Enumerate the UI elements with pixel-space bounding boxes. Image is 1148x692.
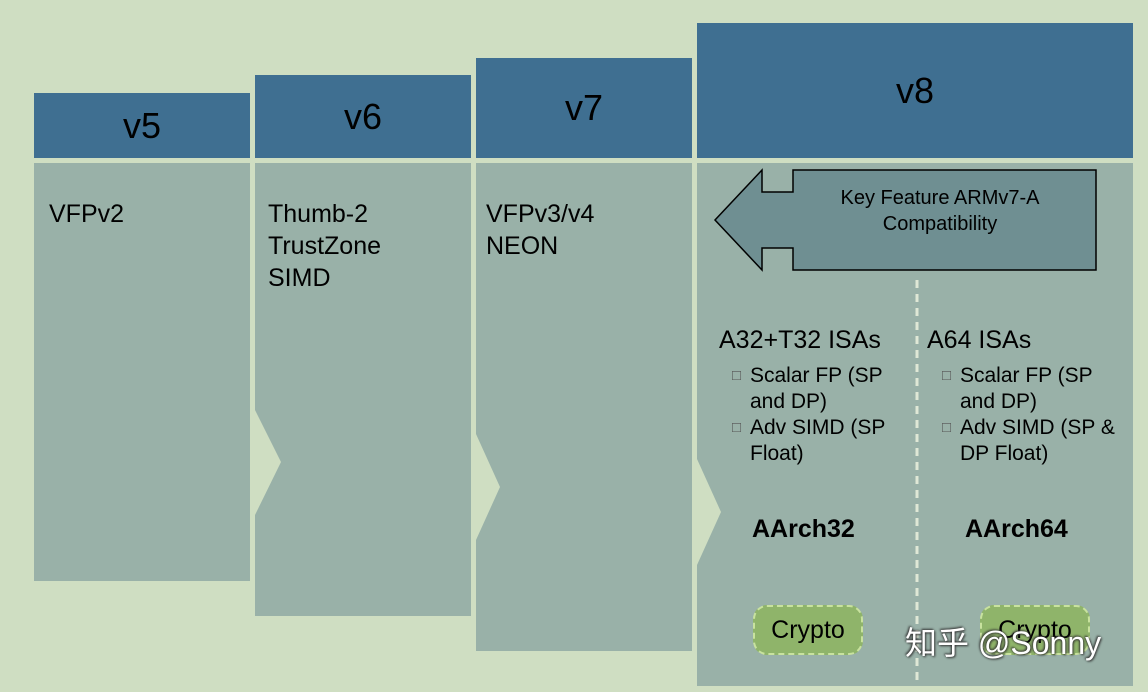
v6-features: Thumb-2 TrustZone SIMD bbox=[268, 198, 381, 294]
watermark: 知乎 @Sonny bbox=[905, 625, 1102, 661]
list-item: □ Scalar FP (SP bbox=[732, 364, 883, 387]
a64-isa-title: A64 ISAs bbox=[927, 326, 1032, 354]
v7-header: v7 bbox=[476, 58, 692, 158]
v8-column-body bbox=[697, 163, 1133, 686]
a32-bullets: □ Scalar FP (SP and DP) □ Adv SIMD (SP F… bbox=[732, 363, 885, 467]
v5-column-body bbox=[34, 163, 250, 581]
v7-column-body bbox=[476, 163, 692, 651]
list-item-cont: and DP) bbox=[750, 390, 828, 413]
feature-item: TrustZone bbox=[268, 232, 382, 260]
list-item-cont: and DP) bbox=[960, 390, 1038, 413]
crypto-badge-aarch64: Crypto bbox=[980, 605, 1090, 655]
feature-item: VFPv3/v4 bbox=[486, 200, 595, 228]
a32-isa-title: A32+T32 ISAs bbox=[719, 326, 881, 354]
a64-bullets: □ Scalar FP (SP and DP) □ Adv SIMD (SP &… bbox=[942, 363, 1115, 467]
list-item: □ Adv SIMD (SP bbox=[732, 416, 886, 439]
bullet-icon: □ bbox=[942, 367, 952, 384]
v8-label: v8 bbox=[895, 69, 935, 111]
key-feature-text: Key Feature ARMv7-A Compatibility bbox=[840, 187, 1040, 235]
v6-label: v6 bbox=[343, 95, 383, 137]
v8-header: v8 bbox=[697, 23, 1133, 158]
list-item: □ Adv SIMD (SP & bbox=[942, 416, 1115, 439]
feature-item: NEON bbox=[486, 232, 559, 260]
list-item-cont: Float) bbox=[750, 442, 804, 465]
feature-item: Thumb-2 bbox=[268, 200, 369, 228]
bullet-icon: □ bbox=[732, 367, 742, 384]
feature-item: SIMD bbox=[268, 264, 331, 292]
bullet-icon: □ bbox=[732, 419, 742, 436]
v7-label: v7 bbox=[564, 87, 604, 128]
v6-header: v6 bbox=[255, 75, 471, 158]
v5-features: VFPv2 bbox=[49, 198, 124, 230]
feature-item: VFPv2 bbox=[49, 200, 125, 228]
list-item: □ Scalar FP (SP bbox=[942, 364, 1093, 387]
bullet-icon: □ bbox=[942, 419, 952, 436]
v5-header: v5 bbox=[34, 93, 250, 158]
aarch32-label: AArch32 bbox=[752, 515, 855, 543]
v6-column-body bbox=[255, 163, 471, 616]
aarch64-label: AArch64 bbox=[965, 515, 1068, 543]
crypto-badge-aarch32: Crypto bbox=[753, 605, 863, 655]
v7-features: VFPv3/v4 NEON bbox=[486, 198, 594, 262]
list-item-cont: DP Float) bbox=[960, 442, 1049, 465]
key-feature-arrow bbox=[713, 168, 1097, 272]
v5-label: v5 bbox=[122, 104, 162, 146]
